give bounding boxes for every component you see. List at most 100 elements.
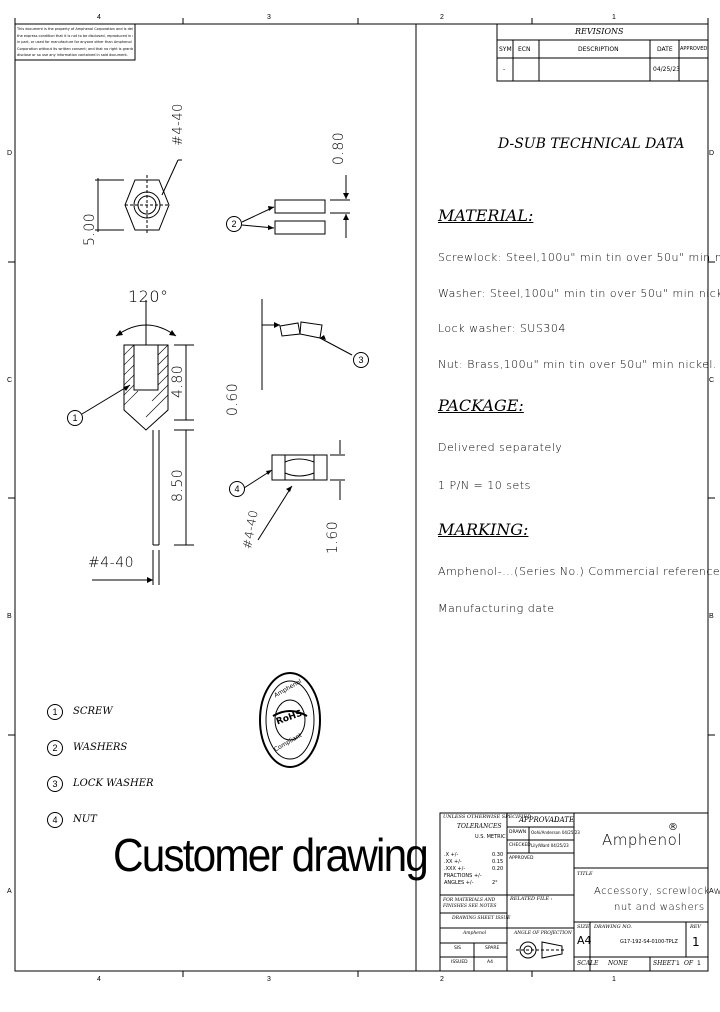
dim-screw-head: 4.80 [170,364,186,398]
material-heading: MATERIAL: [438,206,534,225]
tb-related-file: RELATED FILE : [510,896,553,902]
registered-mark: ® [668,822,678,833]
tb-of: 1 [697,960,701,967]
zone-right-d: D [709,150,715,157]
zone-top-1: 1 [612,14,616,21]
material-line: Lock washer: SUS304 [438,322,566,335]
zone-bottom-2: 2 [440,976,444,983]
dim-screw-length: 8.50 [170,468,186,502]
tb-tol-row: .XXX +/- [444,866,466,872]
revisions-title: REVISIONS [575,27,624,36]
zone-bottom-3: 3 [267,976,271,983]
tb-sub-sis: SIS [454,946,462,951]
material-line: Nut: Brass,100u" min tin over 50u" min n… [438,358,717,371]
tb-checked-value: Lily/Ward 04/25/23 [531,843,569,848]
tb-drawn-value: Oohi/Anderson 04/25/23 [531,830,580,835]
zone-right-c: C [709,377,715,384]
tb-sheet-label: SHEET [653,960,676,967]
legend-label: SCREW [73,706,113,717]
zone-left-a: A [7,888,12,895]
tb-drawing-sheet-issue: DRAWING SHEET ISSUE [452,916,511,921]
rev-row-sym: - [503,66,506,73]
material-line: Washer: Steel,100u" min tin over 50u" mi… [438,287,720,300]
balloon-1: 1 [67,410,83,426]
zone-bottom-1: 1 [612,976,616,983]
legend-label: LOCK WASHER [73,778,154,789]
legend-label: NUT [73,814,97,825]
note-line: Corporation without its written consent;… [17,46,133,51]
dim-lockwasher: 0.60 [225,382,241,416]
tb-sub-left: Amphenol [463,931,487,936]
zone-left-c: C [7,377,13,384]
zone-bottom-4: 4 [97,976,101,983]
tb-size-label: SIZE [577,924,590,930]
tb-sub-issued: ISSUED [451,960,468,965]
dim-washer-thickness: 0.80 [331,131,347,165]
zone-left-d: D [7,150,13,157]
zone-top-3: 3 [267,14,271,21]
tb-materials-note: FOR MATERIALS AND FINISHES SEE NOTES [443,898,497,909]
tb-dwg-no-label: DRAWING NO. [594,924,633,930]
dim-screw-thread: #4-40 [88,555,135,571]
spec-title: D-SUB TECHNICAL DATA [498,136,685,152]
tb-title-line: Accessory, screwlock with [594,886,720,897]
tb-size: A4 [577,934,592,947]
tb-sub-spare: SPARE [485,946,500,951]
package-line: Delivered separately [438,441,563,454]
zone-top-4: 4 [97,14,101,21]
tb-of-label: OF [684,960,694,967]
tb-approved-label: APPROVED [509,856,534,861]
dim-thread-top: #4-40 [171,103,186,146]
marking-heading: MARKING: [438,520,529,539]
balloon-3: 3 [353,352,369,368]
rev-col-ecn: ECN [518,46,531,53]
tb-tol-value: 0.20 [492,866,504,872]
material-line: Screwlock: Steel,100u" min tin over 50u"… [438,251,720,264]
note-line: disclose or so use any information conta… [17,53,128,57]
tb-checked-label: CHECKED [509,843,531,848]
proprietary-note: This document is the property of Ampheno… [17,26,133,59]
rev-col-sym: SYM [499,46,512,53]
tb-rev-label: REV [690,924,702,930]
tb-title-label: TITLE [577,871,593,877]
note-line: This document is the property of Ampheno… [17,27,133,31]
tb-approval-header: APPROVAL [519,816,559,824]
legend-num: 4 [47,812,63,828]
rev-col-description: DESCRIPTION [578,46,619,53]
tb-tolerances: TOLERANCES [457,823,502,830]
tb-tol-value: 2° [492,880,498,886]
tb-units: U.S. METRIC [475,834,506,840]
rev-col-date: DATE [657,46,673,53]
note-line: in part, or used for manufacture for any… [17,40,132,44]
tb-sheet: 1 [676,960,680,967]
package-line: 1 P/N = 10 sets [438,479,531,492]
note-line: the express condition that it is not to … [17,33,133,38]
tb-dwg-no: G17-192-S4-0100-TPLZ [620,939,678,945]
tb-date-header: DATE [554,816,575,824]
zone-right-a: A [709,888,714,895]
tb-tol-value: 0.30 [492,852,504,858]
tb-scale-label: SCALE [577,960,599,967]
tb-tol-value: 0.15 [492,859,504,865]
legend-label: WASHERS [73,742,128,753]
dim-nut-thickness: 1.60 [325,520,341,554]
tb-tol-row: .XX +/- [444,859,462,865]
tb-rev: 1 [692,935,700,949]
dim-angle: 120° [128,287,169,306]
tb-title-line: nut and washers [614,902,705,913]
legend-num: 2 [47,740,63,756]
legend-num: 3 [47,776,63,792]
legend-num: 1 [47,704,63,720]
package-heading: PACKAGE: [438,396,524,415]
tb-scale: NONE [608,960,628,967]
rev-col-approved: APPROVED [680,46,708,52]
tb-tol-row: ANGLES +/- [444,880,474,886]
tb-tol-row: FRACTIONS +/- [444,873,482,879]
rohs-seal-shape [259,672,321,768]
zone-left-b: B [7,613,12,620]
tb-sub-a4: A4 [487,960,493,965]
marking-line: Amphenol-...(Series No.) Commercial refe… [438,565,720,578]
rev-row-date: 04/25/23 [653,66,680,73]
customer-drawing-stamp: Customer drawing [113,829,429,881]
